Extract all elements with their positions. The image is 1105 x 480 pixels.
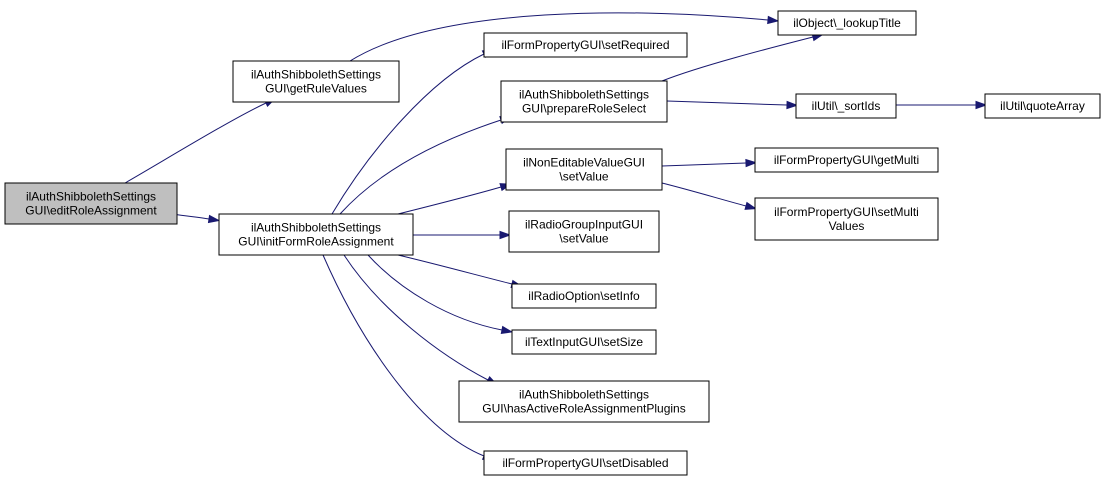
node-label-line: GUI\editRoleAssignment bbox=[25, 204, 157, 218]
edge-line bbox=[343, 254, 489, 381]
edge-line bbox=[661, 36, 814, 82]
node-box bbox=[483, 450, 688, 476]
edge-line bbox=[124, 102, 267, 184]
node-label-line: ilAuthShibbolethSettings bbox=[251, 221, 381, 235]
node-label-line: GUI\initFormRoleAssignment bbox=[238, 235, 394, 249]
node-box bbox=[984, 93, 1101, 119]
node-setRequired[interactable]: ilFormPropertyGUI\setRequired bbox=[483, 32, 688, 58]
edge-line bbox=[331, 53, 485, 215]
node-sortIds[interactable]: ilUtil\_sortIds bbox=[795, 93, 897, 119]
node-box bbox=[483, 32, 688, 58]
node-label-line: ilUtil\_sortIds bbox=[812, 99, 881, 113]
node-label-line: \setValue bbox=[559, 232, 608, 246]
node-label-line: ilFormPropertyGUI\setRequired bbox=[501, 38, 669, 52]
call-edge-sortIds-to-quoteArray bbox=[895, 100, 988, 110]
node-prepareRoleSelect[interactable]: ilAuthShibbolethSettingsGUI\prepareRoleS… bbox=[500, 80, 668, 123]
arrowhead-icon bbox=[744, 201, 758, 210]
node-label-line: ilObject\_lookupTitle bbox=[793, 16, 901, 30]
node-label-line: ilAuthShibbolethSettings bbox=[519, 388, 649, 402]
node-lookupTitle[interactable]: ilObject\_lookupTitle bbox=[777, 10, 917, 36]
node-label-line: Values bbox=[829, 219, 865, 233]
node-radioOptionSetInfo[interactable]: ilRadioOption\setInfo bbox=[511, 283, 657, 309]
call-edge-initFormRoleAssignment-to-textInputSetSize bbox=[367, 254, 514, 335]
arrowhead-icon bbox=[786, 100, 799, 110]
call-nodes: ilAuthShibbolethSettingsGUI\editRoleAssi… bbox=[4, 10, 1101, 476]
node-label-line: ilFormPropertyGUI\setDisabled bbox=[502, 456, 668, 470]
call-edge-initFormRoleAssignment-to-radioGroupSetValue bbox=[413, 230, 512, 240]
edge-line bbox=[661, 182, 747, 207]
node-box bbox=[754, 147, 939, 173]
node-label-line: ilAuthShibbolethSettings bbox=[251, 68, 381, 82]
node-label-line: ilRadioOption\setInfo bbox=[528, 289, 640, 303]
node-label-line: ilRadioGroupInputGUI bbox=[525, 218, 643, 232]
edge-line bbox=[349, 12, 769, 62]
arrowhead-icon bbox=[499, 230, 512, 240]
node-getMulti[interactable]: ilFormPropertyGUI\getMulti bbox=[754, 147, 939, 173]
node-box bbox=[232, 60, 400, 103]
node-hasActiveRoleAssignmentPlugins[interactable]: ilAuthShibbolethSettingsGUI\hasActiveRol… bbox=[458, 380, 710, 423]
node-label-line: ilAuthShibbolethSettings bbox=[519, 88, 649, 102]
node-label-line: ilUtil\quoteArray bbox=[1000, 99, 1085, 113]
node-box bbox=[795, 93, 897, 119]
node-label-line: ilNonEditableValueGUI bbox=[523, 156, 645, 170]
node-box bbox=[511, 329, 657, 355]
node-label-line: ilFormPropertyGUI\getMulti bbox=[774, 153, 919, 167]
call-edge-nonEditableSetValue-to-setMultiValues bbox=[661, 182, 758, 210]
call-edge-getRuleValues-to-lookupTitle bbox=[349, 12, 780, 62]
node-editRoleAssignment[interactable]: ilAuthShibbolethSettingsGUI\editRoleAssi… bbox=[4, 182, 178, 225]
node-label-line: ilFormPropertyGUI\setMulti bbox=[774, 205, 919, 219]
node-box bbox=[505, 148, 663, 191]
node-setDisabled[interactable]: ilFormPropertyGUI\setDisabled bbox=[483, 450, 688, 476]
edge-line bbox=[666, 100, 788, 106]
edge-line bbox=[339, 119, 502, 215]
call-edge-initFormRoleAssignment-to-nonEditableSetValue bbox=[397, 183, 513, 215]
node-label-line: ilTextInputGUI\setSize bbox=[525, 335, 643, 349]
node-getRuleValues[interactable]: ilAuthShibbolethSettingsGUI\getRuleValue… bbox=[232, 60, 400, 103]
arrowhead-icon bbox=[207, 214, 221, 224]
node-box bbox=[777, 10, 917, 36]
node-quoteArray[interactable]: ilUtil\quoteArray bbox=[984, 93, 1101, 119]
node-label-line: \setValue bbox=[559, 170, 608, 184]
call-edge-initFormRoleAssignment-to-setDisabled bbox=[322, 254, 495, 461]
node-label-line: GUI\getRuleValues bbox=[265, 82, 367, 96]
edge-line bbox=[322, 254, 485, 457]
node-box bbox=[754, 197, 939, 241]
call-edge-nonEditableSetValue-to-getMulti bbox=[661, 158, 758, 168]
node-radioGroupSetValue[interactable]: ilRadioGroupInputGUI\setValue bbox=[508, 210, 660, 253]
node-box bbox=[4, 182, 178, 225]
node-box bbox=[458, 380, 710, 423]
node-box bbox=[500, 80, 668, 123]
arrowhead-icon bbox=[500, 325, 514, 335]
arrowhead-icon bbox=[745, 158, 758, 168]
edge-line bbox=[172, 213, 210, 220]
node-initFormRoleAssignment[interactable]: ilAuthShibbolethSettingsGUI\initFormRole… bbox=[218, 213, 414, 256]
node-label-line: ilAuthShibbolethSettings bbox=[26, 190, 156, 204]
call-edge-initFormRoleAssignment-to-radioOptionSetInfo bbox=[397, 254, 524, 288]
arrowhead-icon bbox=[975, 100, 988, 110]
node-label-line: GUI\prepareRoleSelect bbox=[522, 102, 647, 116]
call-edge-initFormRoleAssignment-to-prepareRoleSelect bbox=[339, 116, 512, 215]
arrowhead-icon bbox=[767, 15, 780, 25]
node-textInputSetSize[interactable]: ilTextInputGUI\setSize bbox=[511, 329, 657, 355]
edge-line bbox=[367, 254, 503, 331]
node-box bbox=[218, 213, 414, 256]
node-box bbox=[508, 210, 660, 253]
edge-line bbox=[661, 162, 747, 167]
call-edge-prepareRoleSelect-to-sortIds bbox=[666, 100, 799, 110]
call-edge-editRoleAssignment-to-getRuleValues bbox=[124, 98, 277, 184]
call-edge-editRoleAssignment-to-initFormRoleAssignment bbox=[172, 213, 221, 224]
node-box bbox=[511, 283, 657, 309]
node-nonEditableSetValue[interactable]: ilNonEditableValueGUI\setValue bbox=[505, 148, 663, 191]
node-label-line: GUI\hasActiveRoleAssignmentPlugins bbox=[482, 402, 685, 416]
edge-line bbox=[397, 186, 502, 215]
edge-line bbox=[397, 254, 513, 285]
